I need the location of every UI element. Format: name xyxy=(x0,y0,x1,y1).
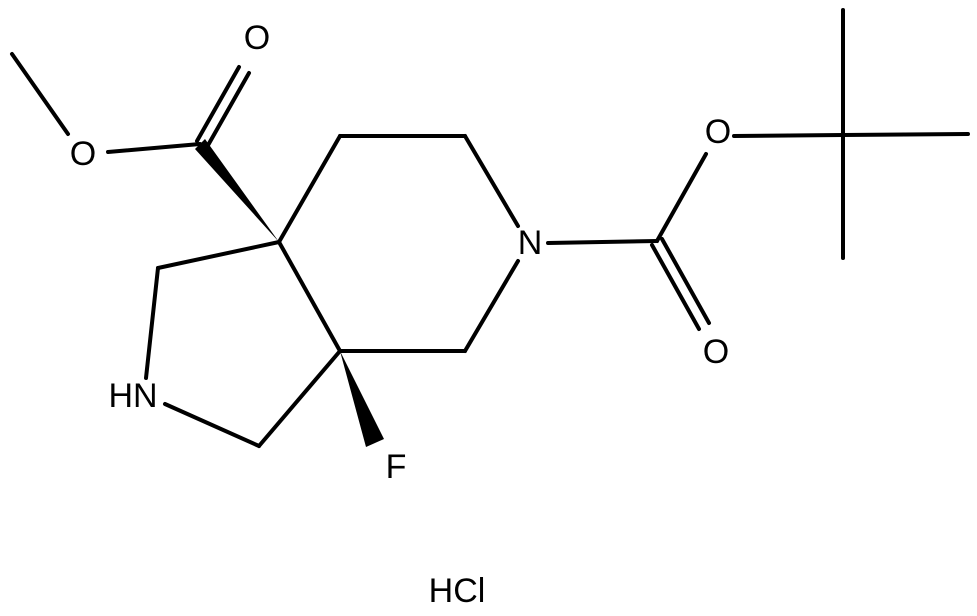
bond-methyl-omethoxy xyxy=(10,52,70,136)
bond-carbonyl-double-b xyxy=(205,71,251,149)
bond-carbonyl-double-a xyxy=(195,65,241,143)
bond-n-c6 xyxy=(463,259,520,353)
bond-boc-double-a xyxy=(650,243,701,331)
atom-label-o-boc-ether: O xyxy=(705,113,731,151)
bond-n-boc-carbonyl xyxy=(546,239,659,245)
wedge-bond-fluorine xyxy=(340,351,384,447)
bond-c3a-c3 xyxy=(156,240,281,270)
bond-c5-n xyxy=(463,134,520,228)
bond-cquat-methyl-right xyxy=(841,132,970,137)
bond-omethoxy-carbonylC xyxy=(106,142,202,154)
bond-c3a-c4 xyxy=(277,134,342,244)
atom-label-o-methoxy: O xyxy=(70,135,96,173)
bond-boc-carbonyl-oether xyxy=(655,152,708,243)
bond-oether-cquat xyxy=(732,133,845,138)
atom-label-n-piperidine: N xyxy=(518,224,543,262)
bond-boc-double-b xyxy=(660,237,711,325)
bond-c7a-c3a xyxy=(277,240,342,353)
atom-label-o-carbonyl-ester: O xyxy=(244,19,270,57)
atom-label-nh-pyrrolidine: HN xyxy=(108,377,157,415)
bond-nh-c1 xyxy=(163,402,261,448)
bond-c1-c7a xyxy=(257,349,342,448)
wedge-bond-ester xyxy=(195,139,279,242)
bond-c3-nh xyxy=(144,266,160,380)
atom-label-o-boc-carbonyl: O xyxy=(703,333,729,371)
salt-label: HCl xyxy=(429,572,486,610)
atom-label-fluorine: F xyxy=(386,448,407,486)
